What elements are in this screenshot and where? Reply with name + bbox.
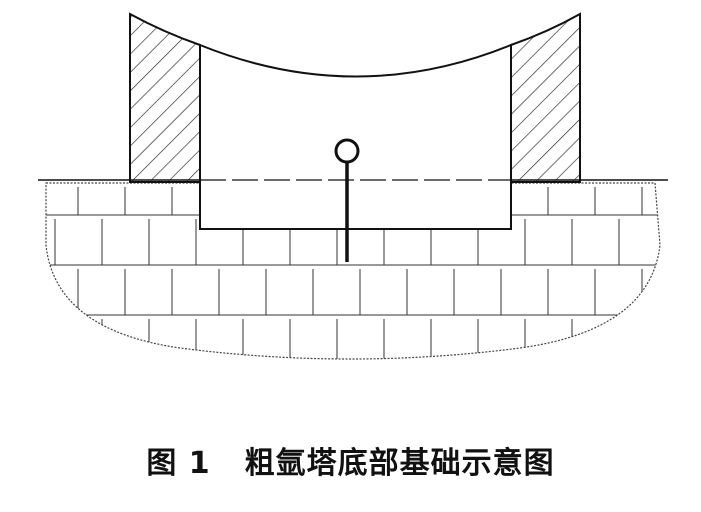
tower-body [199, 43, 512, 230]
figure-title: 粗氩塔底部基础示意图 [244, 446, 555, 481]
foundation-diagram [38, 12, 668, 360]
right-wall [510, 12, 581, 183]
figure-number: 图 1 [146, 446, 211, 481]
probe-ring [334, 138, 360, 164]
ring-marker [334, 138, 360, 262]
figure-caption: 图 1 粗氩塔底部基础示意图 [0, 438, 701, 482]
left-wall [129, 12, 201, 183]
